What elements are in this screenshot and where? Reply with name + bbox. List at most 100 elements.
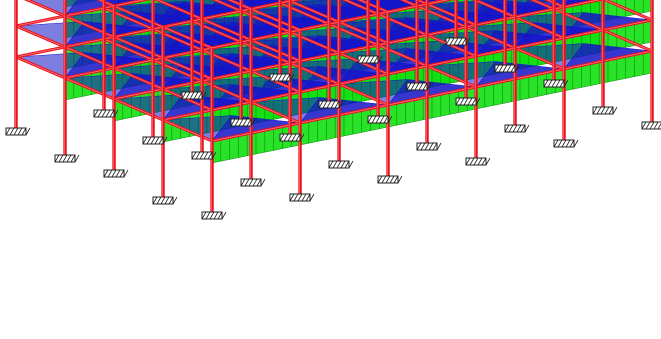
support-hatch: [436, 142, 442, 151]
support-hatch: [555, 79, 561, 88]
support-hatch: [471, 97, 477, 106]
beam-x-highlight: [211, 19, 653, 111]
support-hatch: [465, 157, 471, 166]
support-hatch: [547, 79, 553, 88]
support-hatch: [123, 169, 129, 178]
support-hatch: [369, 55, 375, 64]
support-hatch: [62, 154, 68, 163]
support-hatch: [105, 109, 111, 118]
support-hatch: [377, 55, 383, 64]
support-hatch: [181, 91, 187, 100]
beam-y-highlight: [604, 0, 653, 21]
beam-x-highlight: [211, 0, 449, 49]
support-hatch: [156, 196, 162, 205]
support-hatch: [269, 73, 275, 82]
support-hatch: [561, 139, 567, 148]
support-hatch: [485, 157, 491, 166]
support-hatch: [305, 193, 311, 202]
support-hatch: [498, 64, 504, 73]
support-hatch: [164, 196, 170, 205]
support-hatch: [445, 37, 451, 46]
support-hatch: [291, 133, 297, 142]
support-hatch: [277, 73, 283, 82]
support-hatch: [299, 133, 305, 142]
support-hatch: [332, 160, 338, 169]
support-hatch: [608, 106, 614, 115]
support-hatch: [514, 64, 520, 73]
support-hatch: [334, 100, 340, 109]
support-hatch: [449, 37, 455, 46]
support-hatch: [481, 157, 487, 166]
support-hatch: [475, 97, 481, 106]
support-hatch: [25, 127, 31, 136]
support-hatch: [97, 109, 103, 118]
support-hatch: [336, 160, 342, 169]
support-hatch: [240, 178, 246, 187]
support-hatch: [565, 139, 571, 148]
support-hatch: [238, 118, 244, 127]
support-hatch: [422, 82, 428, 91]
support-hatch: [340, 160, 346, 169]
support-hatch: [410, 82, 416, 91]
support-hatch: [461, 37, 467, 46]
support-hatch: [107, 169, 113, 178]
support-hatch: [191, 151, 197, 160]
support-hatch: [373, 55, 379, 64]
support-hatch: [109, 109, 115, 118]
support-hatch: [211, 151, 217, 160]
support-hatch: [318, 100, 324, 109]
support-hatch: [326, 100, 332, 109]
support-hatch: [150, 136, 156, 145]
beam-y-highlight: [228, 0, 301, 31]
support-hatch: [328, 160, 334, 169]
support-hatch: [221, 211, 227, 220]
support-hatch: [201, 211, 207, 220]
support-hatch: [551, 79, 557, 88]
support-hatch: [494, 64, 500, 73]
support-hatch: [230, 118, 236, 127]
support-hatch: [199, 151, 205, 160]
support-hatch: [203, 151, 209, 160]
support-hatch: [322, 100, 328, 109]
support-hatch: [504, 124, 510, 133]
support-hatch: [54, 154, 60, 163]
support-hatch: [213, 211, 219, 220]
support-hatch: [185, 91, 191, 100]
support-hatch: [146, 136, 152, 145]
support-hatch: [201, 91, 207, 100]
support-hatch: [592, 106, 598, 115]
support-hatch: [477, 157, 483, 166]
beam-x-highlight: [162, 0, 297, 28]
support-hatch: [553, 139, 559, 148]
support-hatch: [357, 55, 363, 64]
support-hatch: [195, 151, 201, 160]
support-hatch: [520, 124, 526, 133]
support-hatch: [416, 142, 422, 151]
support-hatch: [418, 82, 424, 91]
support-hatch: [604, 106, 610, 115]
support-hatch: [367, 115, 373, 124]
support-hatch: [279, 133, 285, 142]
beam-y-highlight: [416, 0, 477, 26]
support-hatch: [205, 211, 211, 220]
support-hatch: [115, 169, 121, 178]
support-hatch: [563, 79, 569, 88]
support-hatch: [273, 73, 279, 82]
support-hatch: [142, 136, 148, 145]
support-hatch: [119, 169, 125, 178]
support-hatch: [653, 121, 659, 130]
support-hatch: [393, 175, 399, 184]
support-hatch: [9, 127, 15, 136]
support-hatch: [432, 142, 438, 151]
support-hatch: [111, 169, 117, 178]
support-hatch: [516, 124, 522, 133]
support-hatch: [250, 118, 256, 127]
support-hatch: [379, 115, 385, 124]
support-hatch: [387, 115, 393, 124]
support-hatch: [600, 106, 606, 115]
support-hatch: [428, 142, 434, 151]
support-hatch: [209, 211, 215, 220]
support-hatch: [172, 196, 178, 205]
support-hatch: [113, 109, 119, 118]
